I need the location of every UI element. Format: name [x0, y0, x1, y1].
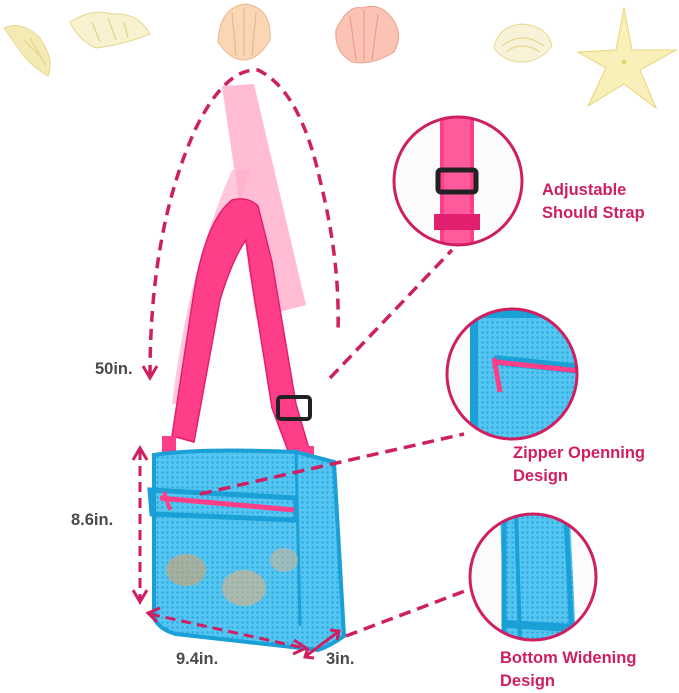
- arrow-down-icon: [141, 365, 159, 381]
- bottom-detail-callout: [468, 512, 598, 642]
- mesh-bag: [147, 448, 347, 653]
- strap-feature-label: Adjustable Should Strap: [542, 179, 645, 225]
- zipper-detail-callout: [445, 307, 579, 441]
- shoulder-strap: [171, 198, 311, 457]
- strap-feature-line: Should Strap: [542, 204, 645, 222]
- strap-length-dashed-arc: [148, 68, 340, 377]
- width-label: 9.4in.: [176, 650, 219, 668]
- bottom-feature-line: Bottom Widening: [500, 649, 637, 667]
- zipper-feature-line: Zipper Openning: [513, 444, 645, 462]
- shell-decorations: [3, 3, 678, 110]
- zipper-feature-label: Zipper Openning Design: [513, 442, 645, 488]
- bottom-feature-label: Bottom Widening Design: [500, 647, 636, 693]
- clam-shell-icon: [493, 23, 553, 63]
- scallop-shell-icon: [217, 3, 271, 61]
- scallop-shell-icon: [335, 5, 399, 64]
- extended-strap-shadow: [222, 84, 306, 318]
- strap-length-label: 50in.: [95, 360, 133, 378]
- bottom-feature-line: Design: [500, 672, 556, 690]
- conch-shell-icon: [69, 11, 151, 49]
- starfish-icon: [576, 7, 678, 110]
- callout-connectors: [199, 248, 479, 638]
- depth-label: 3in.: [326, 650, 355, 668]
- zipper-feature-line: Design: [513, 467, 569, 485]
- strap-feature-line: Adjustable: [542, 181, 627, 199]
- height-label: 8.6in.: [71, 511, 114, 529]
- dimension-lines: [131, 445, 341, 660]
- strap-buckle-icon: [276, 395, 312, 421]
- strap-detail-callout: [392, 115, 524, 247]
- conch-shell-icon: [3, 25, 51, 77]
